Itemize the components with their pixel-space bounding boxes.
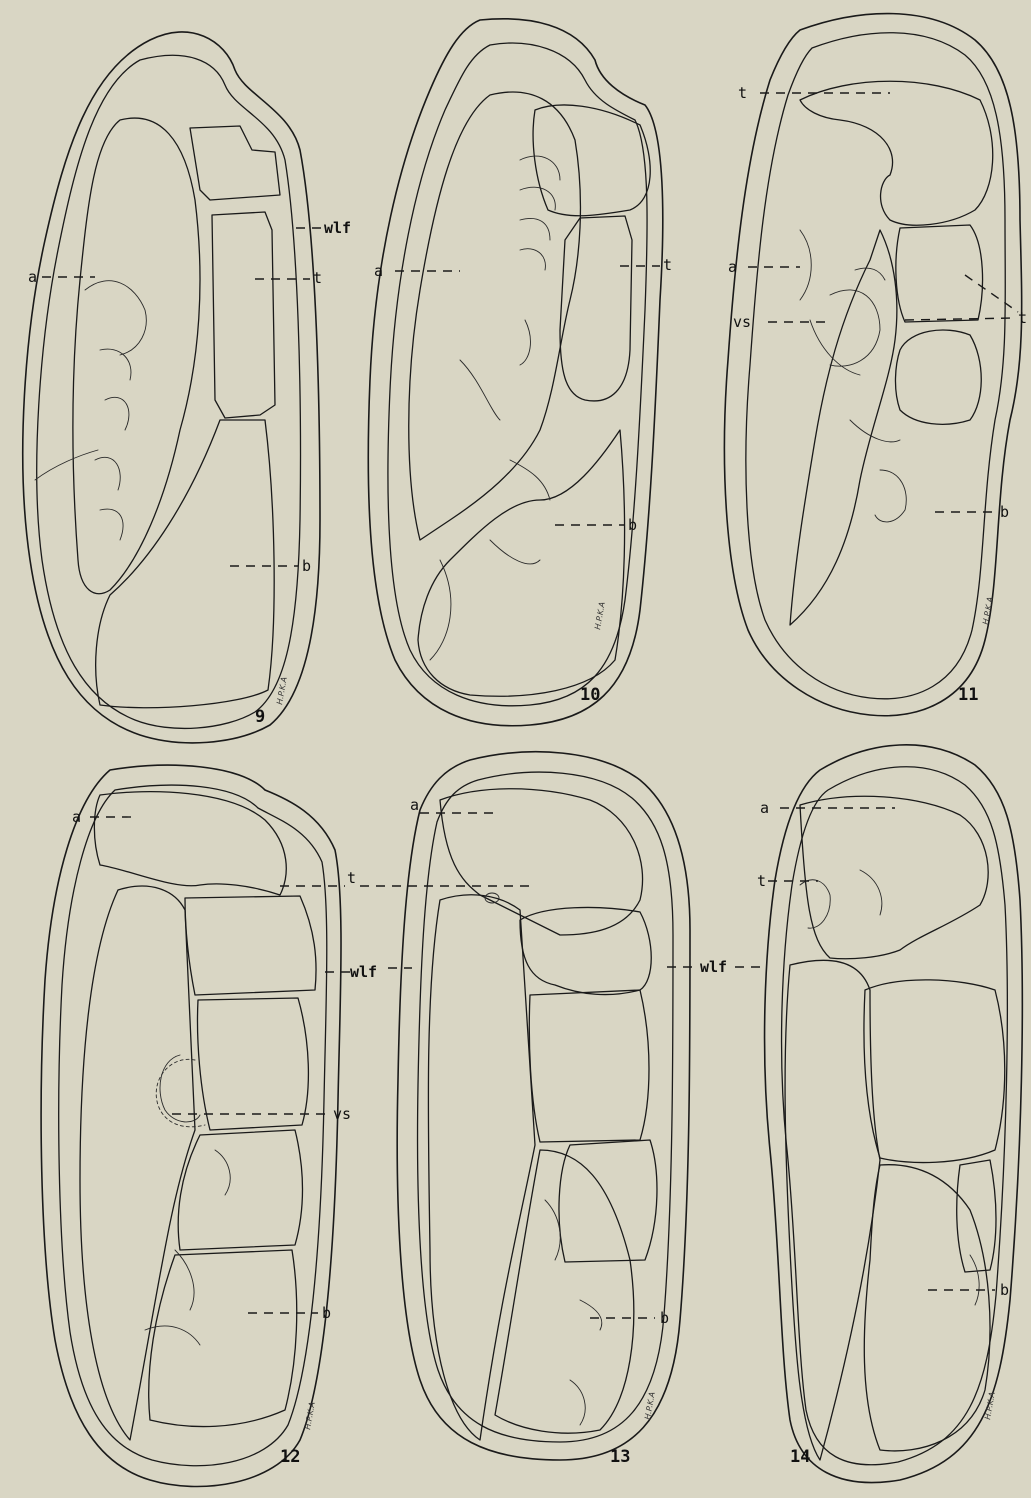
fig9-folds <box>35 281 146 540</box>
fig12-block-bottom <box>149 1250 297 1427</box>
fig11-outer-wall <box>724 14 1021 716</box>
fig12-block-mid <box>198 998 309 1130</box>
fig13-block-t <box>520 907 651 994</box>
figure-12: a wlf vs b H.P.K.A 12 <box>41 765 377 1486</box>
fig11-artist-initials: H.P.K.A <box>981 596 995 625</box>
fig11-block-t <box>896 225 983 322</box>
fig12-label-wlf: wlf <box>350 963 377 981</box>
fig11-label-b: b <box>1000 503 1009 521</box>
figure-14: a t b H.P.K.A 14 <box>757 745 1022 1483</box>
fig10-label-b: b <box>628 516 637 534</box>
fig11-label-t-right: t <box>1018 309 1027 327</box>
figure-number-9: 9 <box>255 707 265 727</box>
shared-label-t: t <box>347 869 356 887</box>
fig11-label-vs: vs <box>733 313 751 331</box>
shared-label-wlf: wlf <box>700 958 727 976</box>
fig10-region-b <box>418 430 625 696</box>
figure-number-13: 13 <box>610 1447 630 1467</box>
figure-9: wlf a t b H.P.K.A 9 <box>23 32 351 743</box>
fig12-block-t <box>185 896 316 995</box>
fig11-label-t-top: t <box>738 84 747 102</box>
fig12-label-a: a <box>72 808 81 826</box>
fig11-leader-t-diagonal <box>965 275 1018 312</box>
figure-13: a b H.P.K.A 13 <box>388 752 690 1467</box>
fig9-block-t <box>212 212 275 418</box>
fig12-label-vs: vs <box>333 1105 351 1123</box>
fig14-block-lower <box>957 1160 996 1272</box>
fig11-folds <box>800 230 906 522</box>
fig14-block-a <box>800 796 988 958</box>
fig12-region-a <box>80 886 195 1440</box>
fig13-region-a <box>428 895 535 1440</box>
fig9-label-b: b <box>302 557 311 575</box>
fig13-inner-wall <box>418 772 673 1442</box>
fig14-artist-initials: H.P.K.A <box>983 1391 997 1420</box>
figure-number-12: 12 <box>280 1447 300 1467</box>
fig11-block-right <box>895 330 981 424</box>
fig9-inner-wall <box>37 55 301 728</box>
fig14-inner-wall <box>782 767 1008 1465</box>
fig14-block-right <box>864 980 1005 1163</box>
fig14-label-b: b <box>1000 1281 1009 1299</box>
fig13-block-a <box>440 789 643 935</box>
fig9-region-a <box>73 118 200 594</box>
fig11-leader-t-right <box>905 318 1015 320</box>
figure-11: t a vs t b H.P.K.A 11 <box>724 14 1027 716</box>
fig10-outer-wall <box>368 19 663 726</box>
fig11-label-a: a <box>728 258 737 276</box>
fig9-label-wlf: wlf <box>324 219 351 237</box>
fig13-region-b <box>495 1150 634 1433</box>
fig12-folds <box>145 1055 230 1345</box>
fig14-region-b <box>864 1165 990 1451</box>
fig13-outer-wall <box>397 752 690 1460</box>
figure-number-14: 14 <box>790 1447 810 1467</box>
fig10-artist-initials: H.P.K.A <box>593 601 607 630</box>
fig9-artist-initials: H.P.K.A <box>275 676 289 705</box>
fig14-label-t: t <box>757 872 766 890</box>
fig10-region-a <box>409 92 581 540</box>
fig13-folds <box>545 1200 602 1425</box>
fig14-folds <box>800 870 979 1305</box>
fig13-artist-initials: H.P.K.A <box>643 1391 657 1420</box>
figure-number-10: 10 <box>580 685 600 705</box>
fig9-label-a: a <box>28 268 37 286</box>
fig10-inner-wall <box>388 43 647 706</box>
fig10-label-t: t <box>663 256 672 274</box>
figure-number-11: 11 <box>958 685 978 705</box>
fig10-block-t <box>560 216 632 401</box>
fig13-label-b: b <box>660 1309 669 1327</box>
fig10-label-a: a <box>374 262 383 280</box>
fig14-label-a: a <box>760 799 769 817</box>
fig13-block-mid <box>529 990 649 1142</box>
fig12-block-lower <box>178 1130 302 1250</box>
fig9-block-top <box>190 126 280 200</box>
fig10-folds <box>430 156 560 660</box>
fig12-label-b: b <box>322 1304 331 1322</box>
fig9-label-t: t <box>313 269 322 287</box>
figure-10: a t b H.P.K.A 10 <box>368 19 672 726</box>
fig11-block-top <box>800 81 993 225</box>
fig9-region-b <box>96 420 274 708</box>
fig12-artist-initials: H.P.K.A <box>303 1401 317 1430</box>
fig13-label-a: a <box>410 796 419 814</box>
